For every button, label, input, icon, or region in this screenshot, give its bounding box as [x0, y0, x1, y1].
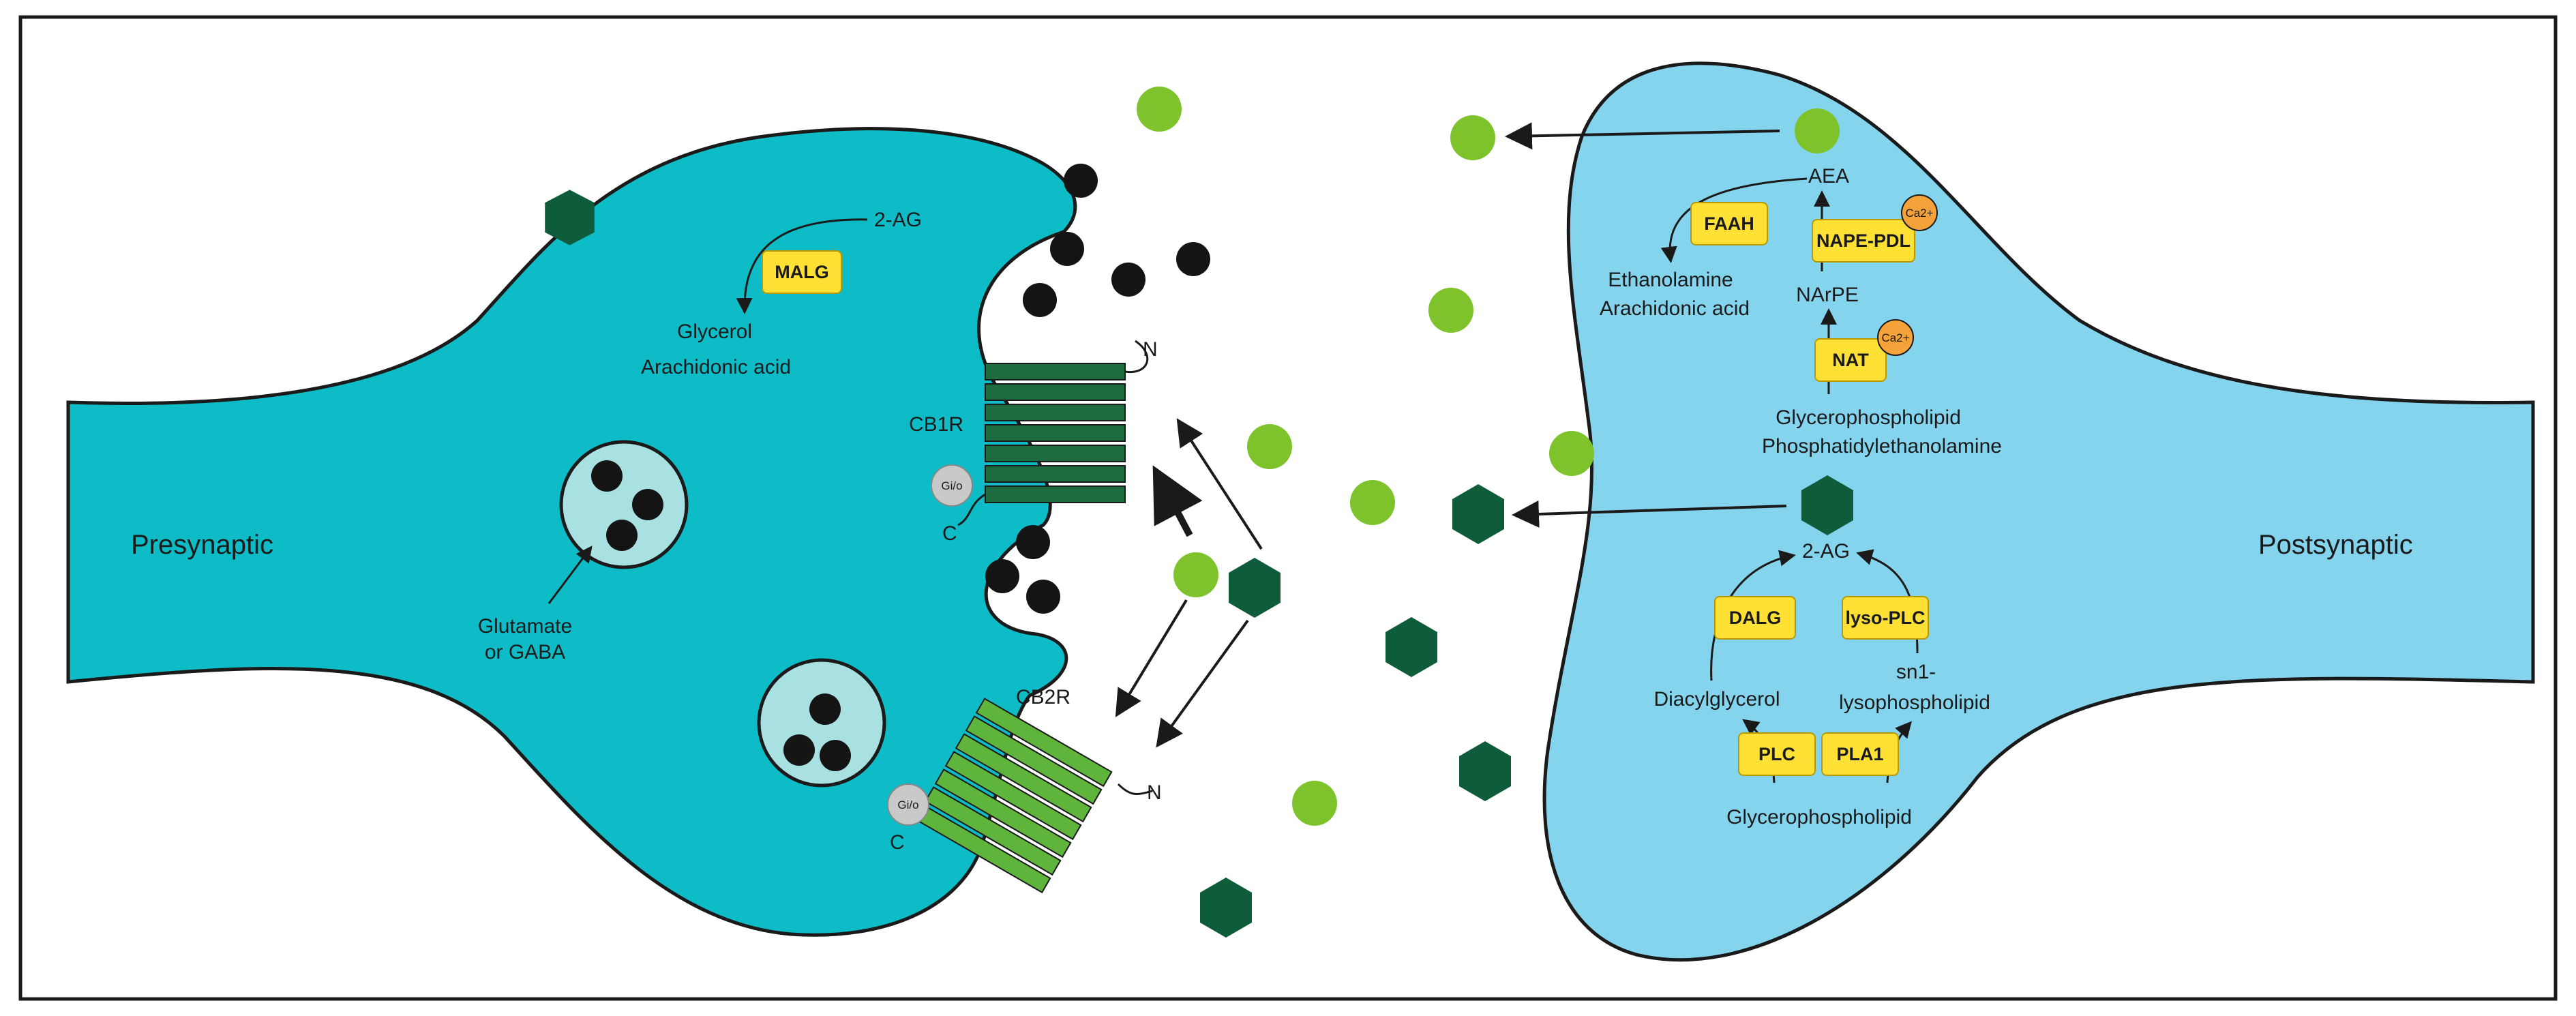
svg-text:NAT: NAT	[1832, 350, 1869, 370]
vesicle-pointer-arrow	[548, 546, 593, 604]
svg-text:FAAH: FAAH	[1704, 213, 1754, 234]
pla1-enzyme: PLA1	[1821, 732, 1899, 776]
malg-enzyme: MALG	[762, 250, 842, 294]
arachidonic-acid-post-label: Arachidonic acid	[1600, 297, 1750, 320]
cb1r-label: CB1R	[909, 413, 963, 436]
svg-text:PLC: PLC	[1758, 744, 1795, 764]
svg-text:NAPE-PDL: NAPE-PDL	[1816, 230, 1911, 251]
aea-label: AEA	[1808, 165, 1849, 188]
diacylglycerol-label: Diacylglycerol	[1653, 688, 1780, 711]
cb2r-c-terminus-label: C	[890, 831, 905, 854]
cb2r-n-terminus-label: N	[1147, 781, 1162, 804]
phosphatidylethanolamine-label: Phosphatidylethanolamine	[1762, 435, 2002, 458]
g-protein-cb2r: Gi/o	[887, 783, 929, 826]
glycerophospholipid-bottom-label: Glycerophospholipid	[1726, 806, 1912, 828]
cb1r-c-terminus-label: C	[942, 522, 957, 545]
two-ag-post-label: 2-AG	[1802, 540, 1850, 563]
glutamate-label: Glutamate	[478, 615, 572, 638]
svg-text:Gi/o: Gi/o	[941, 479, 962, 492]
glycerol-label: Glycerol	[677, 320, 752, 343]
svg-text:Ca2+: Ca2+	[1881, 331, 1909, 344]
nat-enzyme: NAT	[1814, 338, 1887, 382]
cb2r-n-terminus-tail	[1117, 783, 1153, 795]
plc-enzyme: PLC	[1738, 732, 1816, 776]
two-ag-molecules	[545, 190, 1853, 938]
faah-arrow	[1660, 177, 1808, 263]
synaptic-vesicle	[757, 658, 886, 788]
svg-text:Gi/o: Gi/o	[897, 798, 918, 811]
cb1r-receptor	[957, 340, 1149, 526]
lysophospholipid-label: lysophospholipid	[1839, 691, 1990, 714]
cb2r-label: CB2R	[1016, 686, 1070, 708]
cb2r-receptor	[914, 698, 1113, 894]
malg-arrow	[736, 218, 868, 314]
svg-text:lyso-PLC: lyso-PLC	[1845, 608, 1925, 628]
glycerophospholipid-top-label: Glycerophospholipid	[1776, 406, 1961, 429]
nape-pdl-enzyme: NAPE-PDL	[1812, 219, 1915, 263]
calcium-ion: Ca2+	[1877, 319, 1914, 356]
sn1-label: sn1-	[1896, 661, 1936, 683]
dalg-enzyme: DALG	[1714, 596, 1796, 640]
cleft-arrows	[1115, 122, 1787, 748]
postsynaptic-label: Postsynaptic	[2258, 530, 2413, 560]
arachidonic-acid-pre-label: Arachidonic acid	[641, 356, 791, 378]
narpe-label: NArPE	[1796, 284, 1859, 306]
svg-text:DALG: DALG	[1729, 608, 1782, 628]
calcium-ion: Ca2+	[1901, 194, 1938, 231]
ethanolamine-label: Ethanolamine	[1608, 269, 1733, 291]
cb1r-n-terminus-label: N	[1143, 338, 1158, 361]
synaptic-vesicle	[559, 440, 689, 569]
neurotransmitter-molecules	[985, 164, 1210, 614]
faah-enzyme: FAAH	[1690, 202, 1768, 245]
lyso-plc-enzyme: lyso-PLC	[1842, 596, 1929, 640]
aea-molecules	[1137, 87, 1840, 826]
two-ag-pre-label: 2-AG	[874, 209, 922, 231]
svg-text:MALG: MALG	[775, 262, 828, 282]
or-gaba-label: or GABA	[485, 641, 565, 663]
svg-text:PLA1: PLA1	[1836, 744, 1883, 764]
g-protein-cb1r: Gi/o	[931, 464, 973, 507]
presynaptic-label: Presynaptic	[131, 530, 273, 560]
svg-text:Ca2+: Ca2+	[1905, 207, 1933, 220]
